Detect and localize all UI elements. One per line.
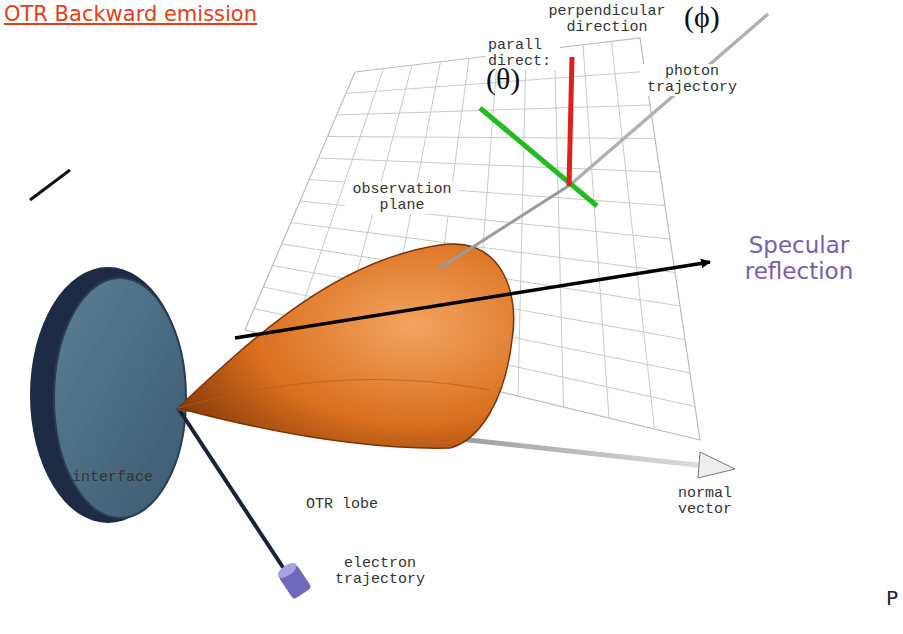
direction-label: perpendicular direction [540,4,674,36]
electron-trajectory [178,408,290,578]
angle-symbol: (ϕ) [684,0,720,34]
cut-off-text: P [886,586,898,610]
normal-arrowhead [698,452,735,478]
diagram-title: OTR Backward emission [4,2,257,26]
photon-trajectory [570,14,768,185]
interface-disk [54,278,186,518]
parallel-direction [480,108,597,206]
angle-symbol: (θ) [486,62,520,96]
interface-rim [30,267,186,523]
holder-rod [30,170,70,200]
trajectory-label: electron trajectory [328,556,432,588]
otr-lobe [178,244,514,448]
plane-label: observation plane [345,182,459,214]
trajectory-label: photon trajectory [640,64,744,96]
part-label: interface [72,470,153,486]
callout-label: Specular reflection [722,232,876,284]
vector-label: normal vector [668,486,742,518]
perpendicular-direction [569,57,572,186]
photon-trajectory-inner [440,185,570,268]
electron-bunch [275,560,312,600]
part-label: OTR lobe [304,497,380,513]
specular-arrow [235,262,710,338]
